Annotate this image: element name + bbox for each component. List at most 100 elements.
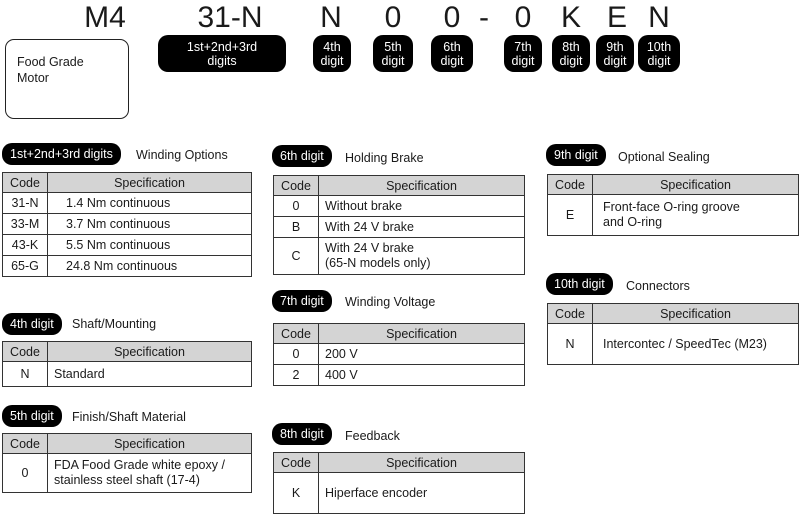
model-code-feedback: K [560, 1, 581, 34]
table-header-row: Code Specification [273, 323, 525, 344]
pill-label: 8th digit [559, 39, 583, 68]
table-winding-voltage: Code Specification 0 200 V 2 400 V [273, 323, 525, 386]
cell-specification: FDA Food Grade white epoxy / stainless s… [47, 453, 252, 493]
table-row: 0 Without brake [273, 195, 525, 217]
table-connectors: Code Specification N Intercontec / Speed… [547, 303, 799, 365]
cell-code: N [2, 361, 48, 387]
table-header-row: Code Specification [547, 174, 799, 195]
table-feedback: Code Specification K Hiperface encoder [273, 452, 525, 514]
model-code-sealing: E [606, 1, 627, 34]
header-specification: Specification [47, 341, 252, 362]
pill-8th-digit: 8th digit [552, 35, 590, 72]
pill-label: 6th digit [440, 39, 464, 68]
title-shaft-mounting: Shaft/Mounting [72, 317, 157, 331]
table-row: 0 FDA Food Grade white epoxy / stainless… [2, 453, 252, 493]
cell-specification: 3.7 Nm continuous [47, 213, 252, 235]
tag-holding-brake: 6th digit [272, 145, 332, 167]
motor-box-label: Food Grade Motor [17, 55, 84, 85]
model-code-series: M4 [84, 1, 126, 34]
table-header-row: Code Specification [273, 452, 525, 473]
table-header-row: Code Specification [2, 433, 252, 454]
cell-code: B [273, 216, 319, 238]
pill-label: 5th digit [381, 39, 405, 68]
cell-code: K [273, 472, 319, 514]
cell-code: N [547, 323, 593, 365]
cell-specification: With 24 V brake [318, 216, 525, 238]
table-header-row: Code Specification [273, 175, 525, 196]
header-code: Code [273, 323, 319, 344]
table-row: 33-M 3.7 Nm continuous [2, 213, 252, 235]
pill-7th-digit: 7th digit [504, 35, 542, 72]
table-header-row: Code Specification [547, 303, 799, 324]
pill-5th-digit: 5th digit [373, 35, 413, 72]
table-row: 43-K 5.5 Nm continuous [2, 234, 252, 256]
table-row: K Hiperface encoder [273, 472, 525, 514]
tag-feedback: 8th digit [272, 423, 332, 445]
cell-code: 33-M [2, 213, 48, 235]
food-grade-motor-box: Food Grade Motor [5, 39, 129, 119]
header-code: Code [2, 433, 48, 454]
tag-winding-options: 1st+2nd+3rd digits [2, 143, 121, 165]
title-winding-voltage: Winding Voltage [345, 295, 436, 309]
cell-specification: Intercontec / SpeedTec (M23) [592, 323, 799, 365]
cell-specification: 200 V [318, 343, 525, 365]
cell-specification: 1.4 Nm continuous [47, 192, 252, 214]
header-specification: Specification [318, 175, 525, 196]
table-row: C With 24 V brake (65-N models only) [273, 237, 525, 275]
cell-code: 31-N [2, 192, 48, 214]
model-code-brake: 0 [443, 1, 461, 34]
pill-4th-digit: 4th digit [313, 35, 351, 72]
model-code-finish: 0 [384, 1, 402, 34]
cell-specification: 24.8 Nm continuous [47, 255, 252, 277]
pill-9th-digit: 9th digit [596, 35, 634, 72]
pill-6th-digit: 6th digit [431, 35, 473, 72]
table-row: 0 200 V [273, 343, 525, 365]
header-specification: Specification [47, 172, 252, 193]
table-row: 65-G 24.8 Nm continuous [2, 255, 252, 277]
title-connectors: Connectors [626, 279, 690, 293]
cell-code: 65-G [2, 255, 48, 277]
table-row: N Intercontec / SpeedTec (M23) [547, 323, 799, 365]
cell-code: 0 [273, 195, 319, 217]
pill-10th-digit: 10th digit [638, 35, 680, 72]
table-finish-shaft-material: Code Specification 0 FDA Food Grade whit… [2, 433, 252, 493]
cell-code: 0 [2, 453, 48, 493]
table-optional-sealing: Code Specification E Front-face O-ring g… [547, 174, 799, 236]
table-winding-options: Code Specification 31-N 1.4 Nm continuou… [2, 172, 252, 277]
header-code: Code [547, 174, 593, 195]
cell-specification: 5.5 Nm continuous [47, 234, 252, 256]
header-code: Code [273, 452, 319, 473]
cell-specification: Standard [47, 361, 252, 387]
table-row: E Front-face O-ring groove and O-ring [547, 194, 799, 236]
cell-specification: Without brake [318, 195, 525, 217]
tag-connectors: 10th digit [546, 273, 613, 295]
header-specification: Specification [592, 174, 799, 195]
cell-code: 2 [273, 364, 319, 386]
model-code-dash: - [479, 1, 489, 34]
pill-label: 9th digit [603, 39, 627, 68]
pill-label: 1st+2nd+3rd digits [186, 39, 258, 68]
table-row: 31-N 1.4 Nm continuous [2, 192, 252, 214]
header-code: Code [2, 172, 48, 193]
cell-code: E [547, 194, 593, 236]
tag-optional-sealing: 9th digit [546, 144, 606, 166]
table-header-row: Code Specification [2, 341, 252, 362]
cell-code: 0 [273, 343, 319, 365]
tag-shaft-mounting: 4th digit [2, 313, 62, 335]
table-shaft-mounting: Code Specification N Standard [2, 341, 252, 387]
model-code-voltage: 0 [514, 1, 532, 34]
model-code-shaft: N [320, 1, 342, 34]
header-specification: Specification [592, 303, 799, 324]
table-row: N Standard [2, 361, 252, 387]
header-specification: Specification [318, 323, 525, 344]
title-holding-brake: Holding Brake [345, 151, 424, 165]
header-code: Code [2, 341, 48, 362]
pill-label: 4th digit [320, 39, 344, 68]
table-row: 2 400 V [273, 364, 525, 386]
header-specification: Specification [318, 452, 525, 473]
cell-specification: Hiperface encoder [318, 472, 525, 514]
model-code-winding: 31-N [197, 1, 263, 34]
title-winding-options: Winding Options [136, 148, 228, 162]
header-code: Code [547, 303, 593, 324]
pill-label: 7th digit [511, 39, 535, 68]
